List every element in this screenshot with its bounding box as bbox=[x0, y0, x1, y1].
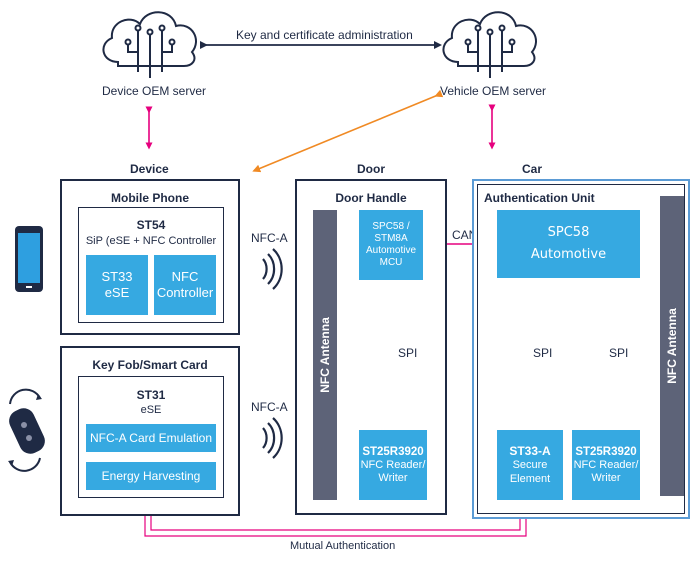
device-header: Device bbox=[130, 162, 169, 176]
can-label: CAN bbox=[452, 228, 478, 242]
door-header: Door bbox=[357, 162, 385, 176]
door-antenna-label: NFC Antenna bbox=[318, 317, 332, 393]
st54-title: ST54 bbox=[136, 218, 166, 232]
st31-subtitle: eSE bbox=[140, 404, 162, 416]
nfc-a-bottom-label: NFC-A bbox=[251, 400, 288, 414]
spc58-line1: SPC58 bbox=[547, 225, 590, 240]
door-reader-line3: Writer bbox=[378, 471, 408, 484]
mobile-phone-title: Mobile Phone bbox=[111, 191, 189, 205]
st33-ese-block: ST33 eSE bbox=[86, 255, 148, 315]
key-fob-icon bbox=[8, 388, 45, 472]
auth-spi-left-label: SPI bbox=[533, 346, 553, 360]
device-cloud-icon bbox=[102, 11, 197, 78]
nfc-controller-line2: Controller bbox=[156, 285, 214, 300]
mcu-line1: SPC58 / bbox=[372, 221, 410, 232]
car-nfc-antenna: NFC Antenna bbox=[660, 196, 684, 496]
mutual-auth-path bbox=[144, 508, 527, 537]
mcu-line2: STM8A bbox=[374, 233, 408, 244]
door-reader-line1: ST25R3920 bbox=[362, 445, 424, 458]
st31-title: ST31 bbox=[136, 388, 166, 402]
door-handle-title: Door Handle bbox=[335, 191, 407, 205]
car-reader-block: ST25R3920 NFC Reader/ Writer bbox=[572, 430, 640, 500]
vehicle-server-label: Vehicle OEM server bbox=[440, 84, 547, 98]
st54-subtitle: SiP (eSE + NFC Controller bbox=[85, 235, 217, 247]
nfc-waves-icon-bottom bbox=[262, 417, 283, 459]
door-mcu-block: SPC58 / STM8A Automotive MCU bbox=[359, 210, 423, 280]
nfc-controller-line1: NFC bbox=[171, 269, 199, 284]
car-reader-line1: ST25R3920 bbox=[575, 445, 637, 458]
car-antenna-label: NFC Antenna bbox=[665, 308, 679, 384]
admin-label: Key and certificate administration bbox=[236, 28, 413, 42]
door-nfc-antenna: NFC Antenna bbox=[313, 210, 337, 500]
orange-link-arrow bbox=[252, 89, 444, 173]
vehicle-cloud-icon bbox=[442, 11, 537, 78]
car-reader-line2: NFC Reader/ bbox=[573, 458, 639, 471]
st33-line2: eSE bbox=[104, 285, 130, 300]
mcu-line3: Automotive bbox=[365, 245, 417, 256]
se-line1: ST33-A bbox=[509, 444, 551, 458]
door-reader-block: ST25R3920 NFC Reader/ Writer bbox=[359, 430, 427, 500]
nfc-controller-block: NFC Controller bbox=[154, 255, 216, 315]
auth-spi-right-label: SPI bbox=[609, 346, 629, 360]
secure-element-block: ST33-A Secure Element bbox=[497, 430, 563, 500]
se-line3: Element bbox=[509, 473, 551, 485]
st33-line1: ST33 bbox=[101, 269, 133, 284]
car-reader-line3: Writer bbox=[591, 471, 621, 484]
mutual-auth-label: Mutual Authentication bbox=[290, 540, 396, 552]
auth-unit-title: Authentication Unit bbox=[484, 191, 595, 205]
door-spi-label: SPI bbox=[398, 346, 418, 360]
card-emulation-block: NFC-A Card Emulation bbox=[86, 424, 216, 452]
spc58-automotive-block: SPC58 Automotive bbox=[497, 210, 640, 278]
door-reader-line2: NFC Reader/ bbox=[360, 458, 426, 471]
car-header: Car bbox=[522, 162, 543, 176]
spc58-line2: Automotive bbox=[530, 247, 607, 262]
energy-harvesting-block: Energy Harvesting bbox=[86, 462, 216, 490]
smartphone-icon bbox=[15, 226, 43, 292]
mcu-line4: MCU bbox=[379, 257, 403, 268]
nfc-waves-icon bbox=[262, 248, 283, 290]
se-line2: Secure bbox=[512, 459, 548, 471]
key-fob-title: Key Fob/Smart Card bbox=[92, 358, 208, 372]
nfc-a-top-label: NFC-A bbox=[251, 231, 288, 245]
device-server-label: Device OEM server bbox=[102, 84, 207, 98]
